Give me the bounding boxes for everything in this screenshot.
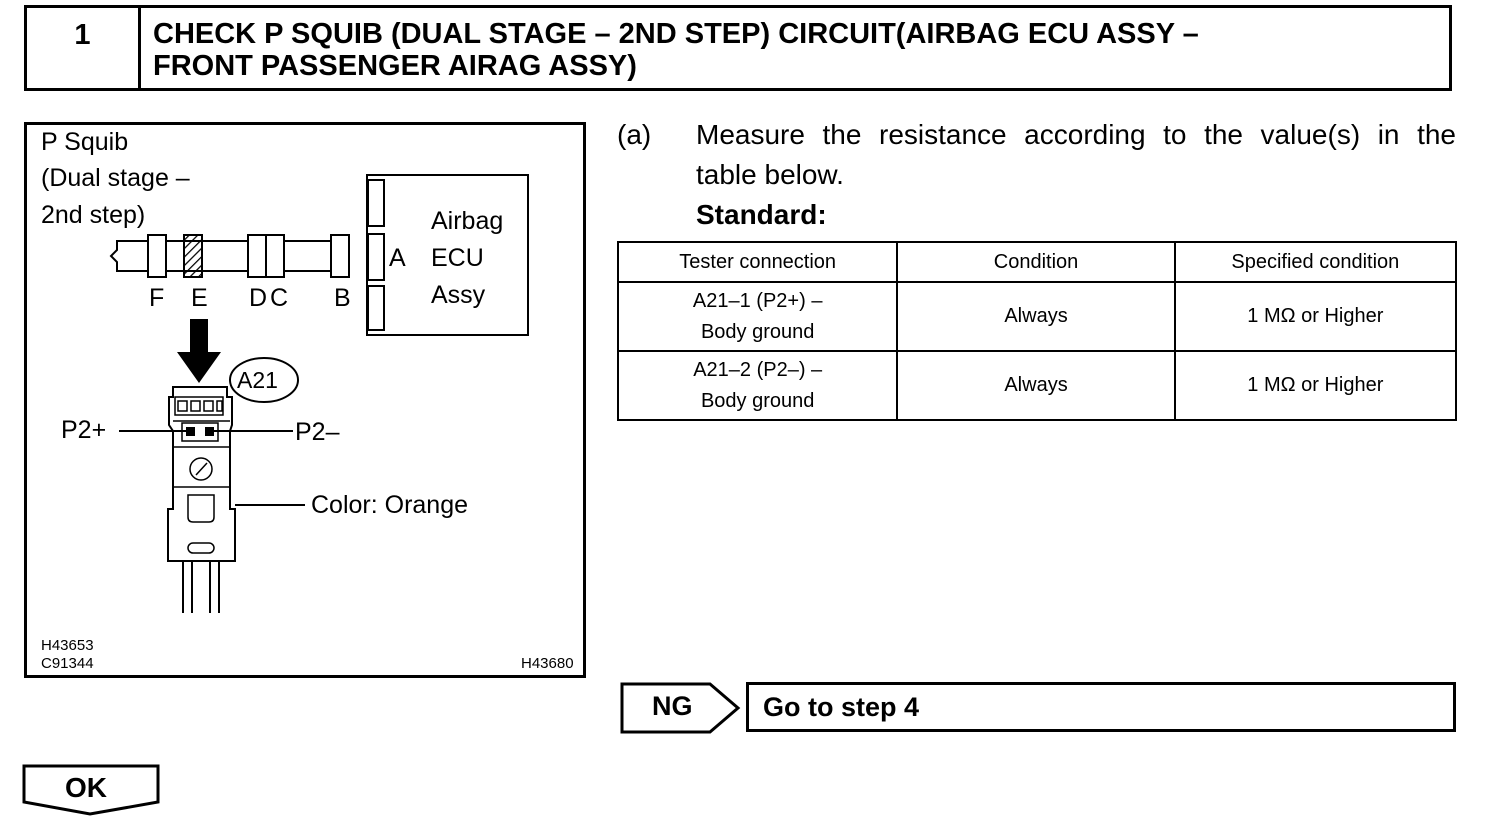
table-header: Specified condition [1173,241,1458,283]
ecu-box [366,174,529,336]
ok-label: OK [65,772,107,803]
specified-condition-cell: 1 MΩ or Higher [1173,350,1458,421]
instruction-line1: Measure the resistance according to the … [696,119,1456,150]
table-header-row: Tester connection Condition Specified co… [616,241,1458,283]
ecu-connector-label: A [389,244,406,272]
connector-f [147,234,167,278]
condition-cell: Always [896,350,1176,421]
connector-id: A21 [237,367,278,393]
tester-connection-line2: Body ground [700,389,815,412]
tester-connection-cell: A21–1 (P2+) – Body ground [616,281,899,352]
tester-connection-line1: A21–1 (P2+) – [692,289,823,312]
pin-label-left: P2+ [61,416,107,444]
step-title-line2: FRONT PASSENGER AIRAG ASSY) [153,50,637,82]
connector-d [247,234,267,278]
connector-label-c: C [270,284,289,312]
table-row: A21–2 (P2–) – Body ground Always 1 MΩ or… [616,350,1458,421]
component-label-line1: P Squib [41,128,129,156]
squib-end [109,240,151,272]
standard-label: Standard: [696,199,827,230]
table-header: Condition [896,241,1176,283]
illustration-code-3: H43680 [521,655,574,672]
connector-e [183,234,203,278]
connector-b [330,234,350,278]
connector-label-f: F [149,284,165,312]
connector-label-e: E [191,284,208,312]
ng-label: NG [652,691,693,721]
ecu-label-line3: Assy [431,281,486,309]
ecu-label-line1: Airbag [431,207,504,235]
condition-cell: Always [896,281,1176,352]
tester-connection-line2: Body ground [700,320,815,343]
ng-arrow-box [620,682,741,734]
connector-id-ellipse [229,357,299,403]
tester-connection-cell: A21–2 (P2–) – Body ground [616,350,899,421]
connector-label-b: B [334,284,351,312]
step-title-line1: CHECK P SQUIB (DUAL STAGE – 2ND STEP) CI… [153,18,1199,50]
table-row: A21–1 (P2+) – Body ground Always 1 MΩ or… [616,281,1458,352]
tester-connection-line1: A21–2 (P2–) – [693,358,823,381]
item-marker: (a) [617,119,652,150]
connector-illustration: P Squib (Dual stage – 2nd step) Airbag E… [24,122,586,678]
arrow-down-icon [177,352,221,383]
pin-label-right: P2– [295,418,340,446]
step-title: CHECK P SQUIB (DUAL STAGE – 2ND STEP) CI… [153,18,1199,82]
step-header: 1 CHECK P SQUIB (DUAL STAGE – 2ND STEP) … [24,5,1452,91]
component-label-line3: 2nd step) [41,201,146,229]
illustration-code-2: C91344 [41,655,94,672]
wiring-diagram [109,174,529,613]
ok-arrow-box [22,764,160,816]
illustration-code-1: H43653 [41,637,94,654]
step-number: 1 [27,8,141,88]
connector-label-d: D [249,284,268,312]
ecu-label-line2: ECU [431,244,484,272]
component-label-line2: (Dual stage – [41,164,190,192]
ng-action: Go to step 4 [746,682,1456,732]
specified-condition-cell: 1 MΩ or Higher [1173,281,1458,352]
connector-c [265,234,285,278]
resistance-table: Tester connection Condition Specified co… [616,241,1458,421]
instruction-line2: table below. [696,159,844,190]
table-header: Tester connection [616,241,899,283]
color-note: Color: Orange [311,491,469,519]
